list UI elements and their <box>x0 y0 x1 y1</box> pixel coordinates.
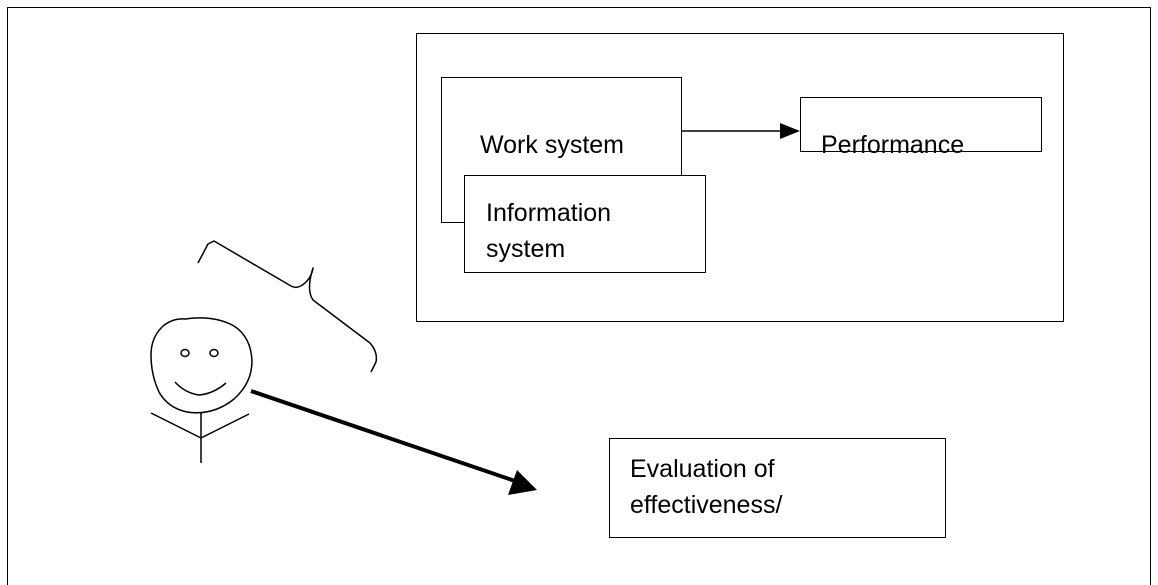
stick-figure-smiley-face <box>150 317 253 463</box>
information-system-label-line2: system <box>486 235 566 263</box>
face-outline <box>150 317 253 414</box>
edge-person-to-evaluation <box>250 389 537 495</box>
left-arm <box>150 412 202 439</box>
evaluation-label-line1: Evaluation of <box>630 455 775 483</box>
evaluation-label-line2: effectiveness/ <box>630 491 783 519</box>
work-system-container <box>416 33 1064 322</box>
right-eye-icon <box>209 348 219 358</box>
left-eye-icon <box>180 348 190 358</box>
evaluation-box <box>609 438 946 538</box>
information-system-label-line1: Information <box>486 199 612 227</box>
arrowhead-evaluation <box>508 470 537 495</box>
arrowhead-performance <box>780 123 800 139</box>
right-arm <box>200 413 250 439</box>
thought-bubble-brace <box>197 240 378 373</box>
information-system-box <box>464 175 706 273</box>
outer-frame <box>7 7 1151 585</box>
smile-icon <box>174 381 227 396</box>
performance-label: Performance <box>821 131 965 159</box>
edge-work-system-to-performance <box>682 123 800 139</box>
work-system-label: Work system <box>480 131 624 159</box>
performance-box <box>800 97 1042 152</box>
